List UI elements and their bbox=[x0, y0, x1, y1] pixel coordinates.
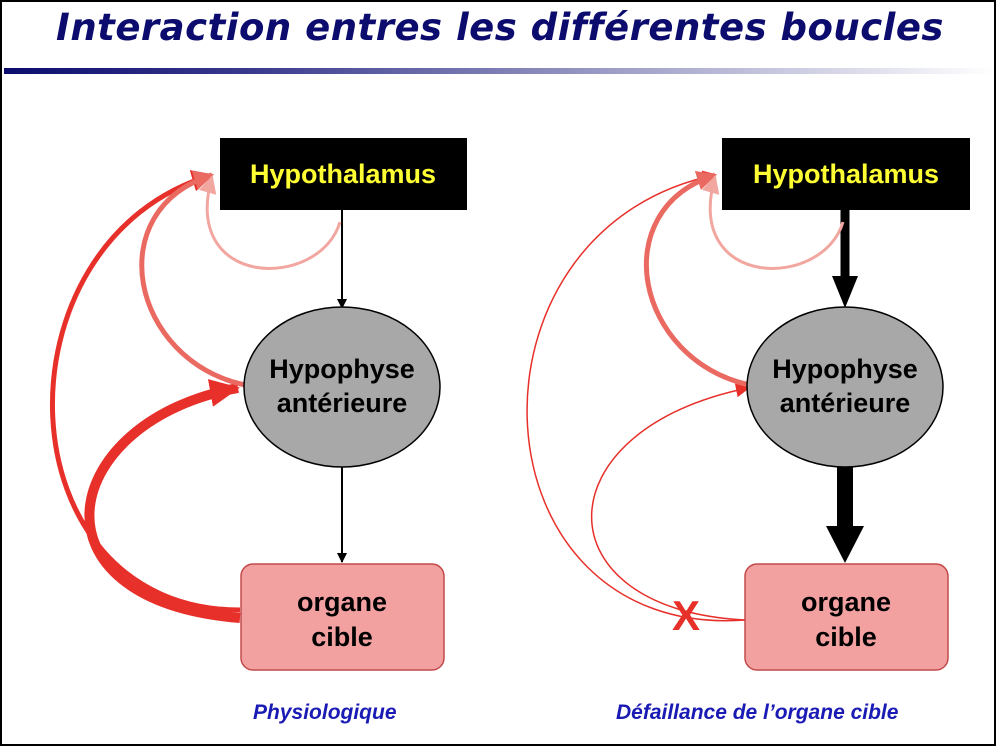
short-loop-pituitary-to-hypothalamus bbox=[644, 170, 751, 388]
title-underline bbox=[4, 68, 994, 74]
slide-title: Interaction entres les différentes boucl… bbox=[56, 6, 944, 49]
long-loop-target-to-pituitary bbox=[84, 379, 241, 623]
hypothalamus-label: Hypothalamus bbox=[250, 159, 436, 189]
target-organ-box bbox=[240, 563, 445, 671]
target-organ-label-line1: organe bbox=[297, 587, 387, 617]
hypothalamus-label: Hypothalamus bbox=[753, 159, 939, 189]
target-organ-box bbox=[744, 563, 949, 671]
target-organ-label-line1: organe bbox=[801, 587, 891, 617]
pituitary-ellipse bbox=[243, 306, 441, 468]
ultrashort-loop-hypothalamus bbox=[701, 175, 845, 270]
panel-physiological: Hypothalamus Hypophyse antérieure organe… bbox=[50, 138, 467, 671]
pituitary-ellipse bbox=[746, 306, 944, 468]
weak-loop-target-to-hypothalamus bbox=[526, 170, 746, 622]
caption-target-failure: Défaillance de l’organe cible bbox=[616, 701, 899, 724]
target-organ-label-line2: cible bbox=[311, 622, 373, 652]
long-loop-target-to-hypothalamus bbox=[50, 170, 241, 613]
weak-loop-target-to-pituitary bbox=[591, 383, 750, 621]
target-organ-label-line2: cible bbox=[815, 622, 877, 652]
pituitary-to-target-arrowhead bbox=[826, 526, 864, 563]
hypothalamus-to-pituitary-arrowhead bbox=[832, 276, 858, 308]
hypothalamus-box bbox=[220, 138, 467, 210]
pituitary-label-line2: antérieure bbox=[277, 388, 408, 418]
short-loop-pituitary-to-hypothalamus bbox=[139, 170, 246, 388]
ultrashort-loop-hypothalamus bbox=[198, 175, 342, 270]
pituitary-label-line2: antérieure bbox=[780, 388, 911, 418]
failure-cross-mark: X bbox=[672, 592, 700, 639]
pituitary-label-line1: Hypophyse bbox=[772, 354, 918, 384]
hypothalamus-box bbox=[722, 138, 970, 210]
panel-target-failure: X Hypothalamus Hypophyse antérieure orga… bbox=[526, 138, 970, 671]
pituitary-label-line1: Hypophyse bbox=[269, 354, 415, 384]
caption-physiological: Physiologique bbox=[253, 701, 397, 724]
